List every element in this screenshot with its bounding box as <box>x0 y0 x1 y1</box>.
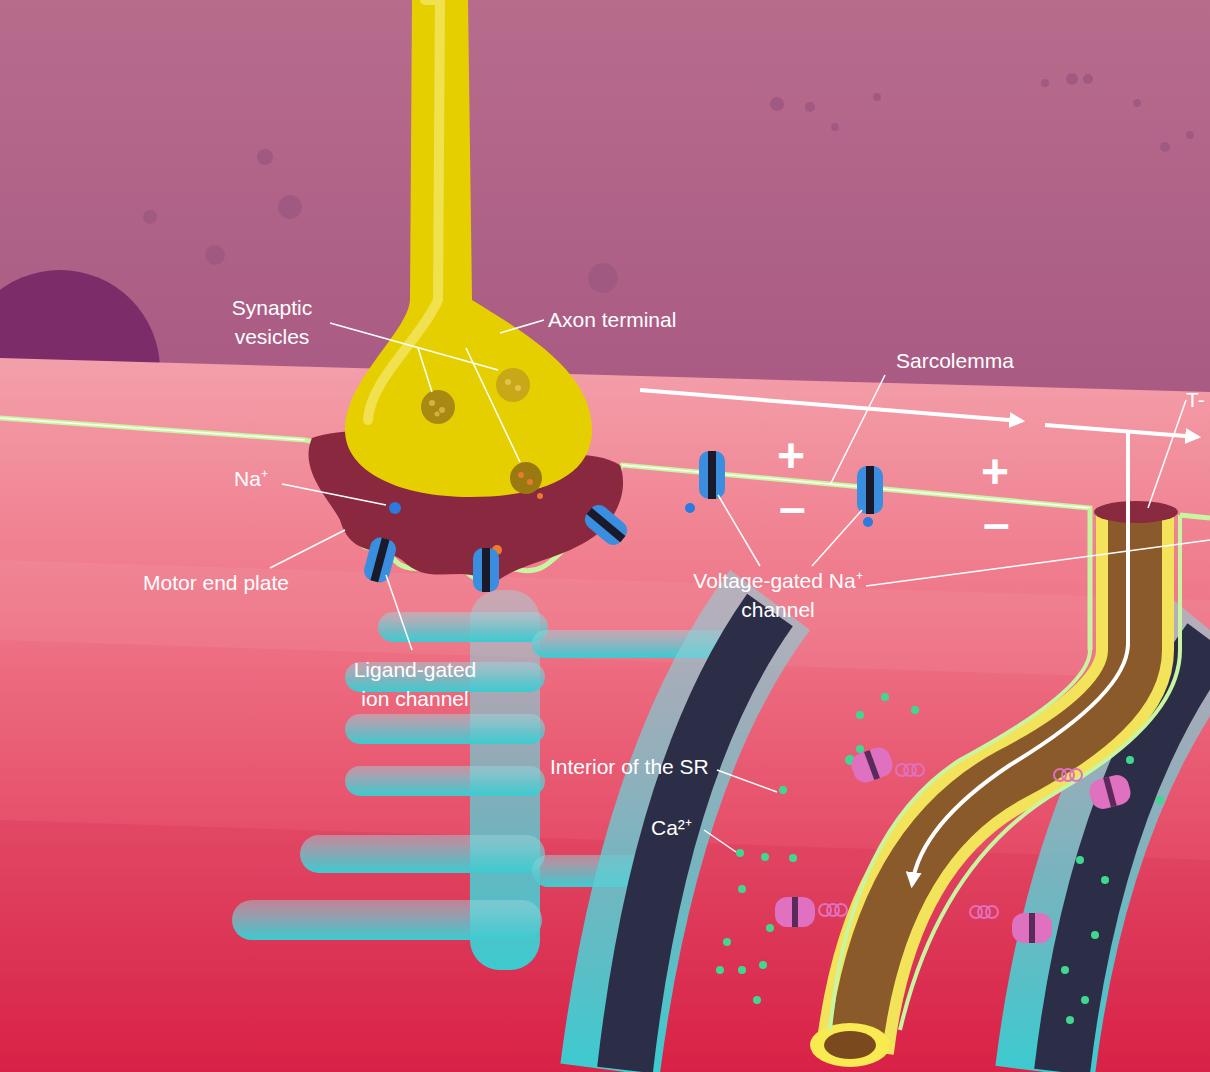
axon-highlight <box>368 0 440 420</box>
label-text: Interior of the SR <box>550 752 709 781</box>
label-text: Ca²⁺ <box>651 813 692 842</box>
muscle-fiber <box>0 358 1210 1072</box>
sr-interior <box>625 610 770 1070</box>
leader-lines <box>270 320 1210 852</box>
charge-sign: + <box>981 448 1009 496</box>
t-tubule-end <box>824 1031 876 1059</box>
signal-arrows <box>640 390 1198 885</box>
charge-sign: + <box>777 432 805 480</box>
ions <box>389 502 873 765</box>
label-text: Sarcolemma <box>896 346 1014 375</box>
t-tubule-opening <box>1094 501 1178 523</box>
label-text: Axon terminal <box>548 305 676 334</box>
sarcolemma-line <box>900 515 1180 1030</box>
sarcolemma-line <box>0 418 1210 650</box>
label-text: Ligand-gated ion channel <box>340 655 490 713</box>
label-text: Motor end plate <box>143 568 289 597</box>
t-tubule-end <box>810 1023 890 1067</box>
label-text: T- <box>1186 385 1205 414</box>
fiber-shading <box>0 560 1210 680</box>
label-text: Na⁺ <box>234 464 268 493</box>
calcium-channels <box>775 744 1133 943</box>
synaptic-vesicles <box>421 368 543 499</box>
sr-tube <box>610 600 770 1070</box>
charge-sign: – <box>983 500 1010 548</box>
charge-sign: – <box>779 484 806 532</box>
label-text: Voltage-gated Na⁺ channel <box>688 566 868 624</box>
bubbles <box>143 73 1194 293</box>
label-text: Synaptic vesicles <box>212 293 332 351</box>
axon-terminal <box>345 0 592 497</box>
t-tubule <box>855 512 1135 1050</box>
t-tubule-lumen <box>855 512 1135 1050</box>
